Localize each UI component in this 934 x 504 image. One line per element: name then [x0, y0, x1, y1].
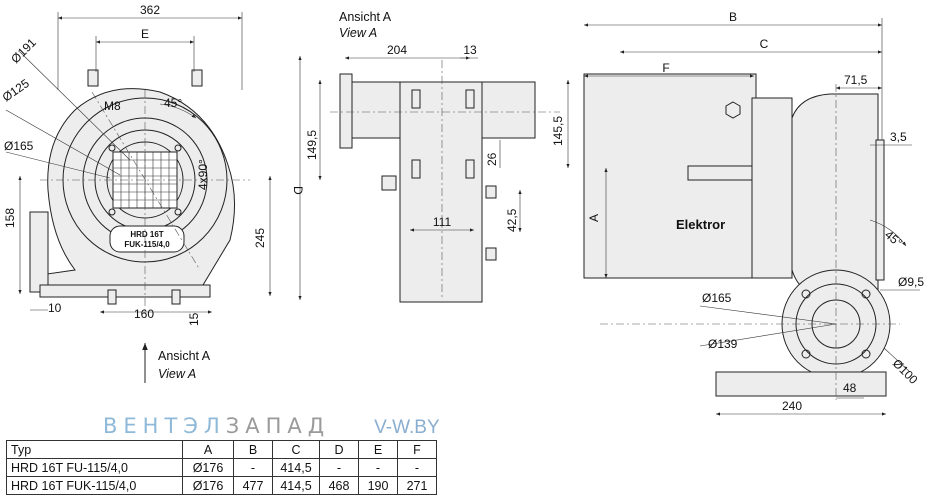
table-cell: 477 — [233, 476, 273, 495]
dim-158: 158 — [3, 208, 17, 228]
table-header: B — [233, 440, 273, 459]
dim-111: 111 — [433, 215, 452, 229]
dim-15: 15 — [187, 312, 201, 326]
dim-f: F — [662, 61, 669, 75]
table-header-row: Typ A B C D E F — [6, 440, 437, 459]
nameplate-line1: HRD 16T — [130, 230, 163, 239]
watermark: ВЕНТЭЛЗАПАД V-W.BY — [103, 414, 440, 439]
table-header: E — [358, 440, 398, 459]
dim-240: 240 — [782, 399, 802, 413]
front-view — [5, 12, 302, 383]
table-cell: 190 — [358, 476, 398, 495]
table-header: A — [182, 440, 234, 459]
view-a-title-de: Ansicht A — [339, 10, 392, 24]
nameplate — [109, 225, 185, 253]
dim-e: E — [141, 27, 149, 41]
view-a-label-de: Ansicht A — [158, 349, 211, 363]
side-view — [583, 18, 920, 416]
table-cell: 468 — [319, 476, 359, 495]
dim-d125: Ø125 — [0, 76, 32, 104]
dim-d165-right: Ø165 — [702, 291, 732, 305]
dim-d: D — [291, 186, 305, 195]
dim-10: 10 — [48, 301, 62, 315]
table-cell: - — [319, 458, 359, 477]
dim-holes: 4x90° — [196, 159, 210, 190]
dim-149-5: 149,5 — [305, 130, 319, 160]
table-header: Typ — [6, 440, 183, 459]
dim-245: 245 — [253, 228, 267, 248]
table-cell: - — [233, 458, 273, 477]
table-row: HRD 16T FUK-115/4,0 Ø176 477 414,5 468 1… — [6, 476, 437, 495]
dim-c: C — [760, 37, 769, 51]
dim-13: 13 — [463, 43, 477, 57]
view-a-label-en: View A — [158, 367, 196, 381]
dim-b: B — [729, 10, 737, 24]
dim-204: 204 — [387, 43, 407, 57]
technical-drawing: 362 E Ø191 Ø125 M8 45° Ø165 4x90° D 158 … — [0, 3, 924, 416]
dim-160: 160 — [134, 307, 154, 321]
dim-71-5: 71,5 — [844, 73, 868, 87]
dim-3-5: 3,5 — [890, 130, 907, 144]
nameplate-line2: FUK-115/4,0 — [124, 240, 170, 249]
table-header: C — [272, 440, 320, 459]
table-cell: HRD 16T FUK-115/4,0 — [6, 476, 183, 495]
table-cell: 414,5 — [272, 458, 320, 477]
dim-145-5: 145,5 — [551, 116, 565, 146]
table-cell: Ø176 — [182, 476, 234, 495]
table-cell: 271 — [397, 476, 437, 495]
watermark-part2: ЗАПАД — [225, 414, 331, 438]
dim-48: 48 — [843, 381, 857, 395]
watermark-url: V-W.BY — [374, 417, 440, 438]
dim-d139: Ø139 — [708, 337, 738, 351]
table-header: D — [319, 440, 359, 459]
dim-d100: Ø100 — [890, 356, 921, 387]
table-cell: - — [358, 458, 398, 477]
table-cell: Ø176 — [182, 458, 234, 477]
view-a — [318, 56, 570, 303]
table-cell: 414,5 — [272, 476, 320, 495]
angle-45: 45° — [164, 96, 182, 110]
dim-26: 26 — [485, 152, 499, 166]
view-a-title-en: View A — [339, 26, 377, 40]
angle-45-right: 45° — [882, 228, 905, 251]
table-header: F — [397, 440, 437, 459]
table-cell: - — [397, 458, 437, 477]
table-row: HRD 16T FU-115/4,0 Ø176 - 414,5 - - - — [6, 458, 437, 477]
dim-m8: M8 — [104, 99, 121, 113]
dim-d9-5: Ø9,5 — [898, 275, 924, 289]
watermark-part1: ВЕНТЭЛ — [103, 414, 226, 438]
dim-d191: Ø191 — [8, 35, 39, 66]
dim-42-5: 42,5 — [505, 208, 519, 232]
motor-brand: Elektror — [676, 217, 725, 232]
dim-d165: Ø165 — [4, 139, 34, 153]
dim-a: A — [587, 214, 601, 222]
table-cell: HRD 16T FU-115/4,0 — [6, 458, 183, 477]
dim-362: 362 — [140, 3, 160, 17]
spec-table: Typ A B C D E F HRD 16T FU-115/4,0 Ø176 … — [6, 440, 437, 495]
